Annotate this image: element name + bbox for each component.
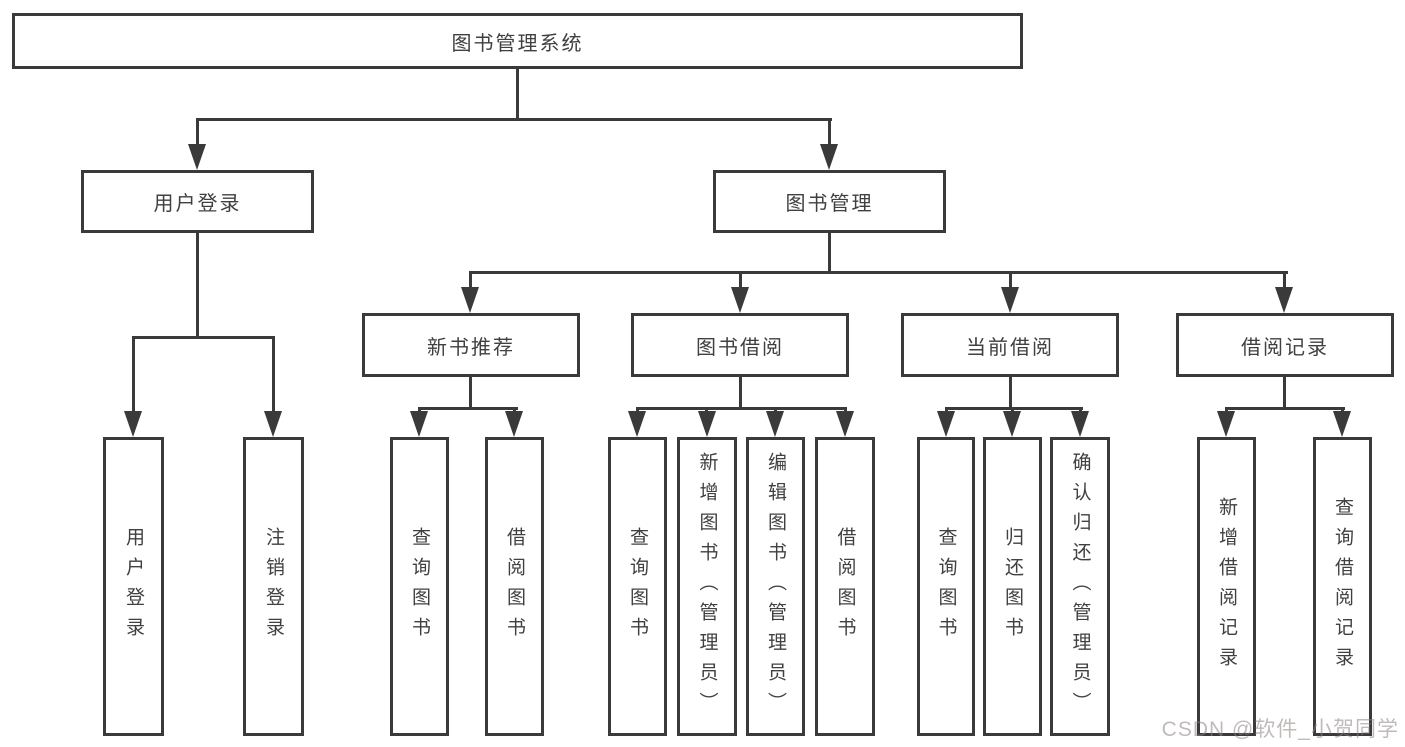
leaf-label: 借阅图书 — [504, 526, 525, 647]
leaf-label: 用户登录 — [123, 526, 144, 647]
leaf-label: 注销登录 — [263, 526, 284, 647]
node-label: 用户登录 — [153, 193, 242, 215]
leaf-add-borrow-record: 新增借阅记录 — [1197, 437, 1256, 736]
connector-drop-book-management — [828, 118, 831, 148]
leaf-query-books-recommend: 查询图书 — [390, 437, 449, 736]
node-new-book-recommendation: 新书推荐 — [362, 313, 580, 377]
connector-mgmt-stem — [828, 233, 831, 274]
connector-borrow-stem — [739, 377, 742, 410]
leaf-label: 查询图书 — [409, 526, 430, 647]
leaf-label: 查询图书 — [627, 526, 648, 647]
arrow-down-icon — [698, 411, 716, 437]
connector-drop-borrow-records — [1283, 271, 1286, 291]
leaf-edit-books-admin: 编辑图书（管理员） — [746, 437, 805, 736]
node-borrowing-records: 借阅记录 — [1176, 313, 1394, 377]
node-label: 借阅记录 — [1241, 336, 1329, 359]
leaf-query-books-borrow: 查询图书 — [608, 437, 667, 736]
node-label: 图书借阅 — [696, 336, 784, 359]
connector-mgmt-bus — [469, 271, 1288, 274]
connector-root-stem — [516, 68, 519, 121]
arrow-down-icon — [937, 411, 955, 437]
arrow-down-icon — [410, 411, 428, 437]
connector-drop-current-borrow — [1009, 271, 1012, 291]
arrow-down-icon — [1003, 411, 1021, 437]
connector-records-bus — [1225, 407, 1345, 410]
arrow-down-icon — [461, 287, 479, 313]
leaf-label: 借阅图书 — [834, 526, 856, 647]
node-label: 图书管理 — [785, 193, 874, 215]
leaf-borrow-books: 借阅图书 — [815, 437, 875, 736]
leaf-add-books-admin: 新增图书（管理员） — [677, 437, 737, 736]
leaf-query-borrow-record: 查询借阅记录 — [1313, 437, 1372, 736]
leaf-label: 查询图书 — [935, 526, 957, 647]
connector-drop-user-login — [196, 118, 199, 148]
arrow-down-icon — [1333, 411, 1351, 437]
node-book-borrowing: 图书借阅 — [631, 313, 849, 377]
arrow-down-icon — [628, 411, 646, 437]
leaf-label: 确认归还（管理员） — [1069, 451, 1091, 722]
arrow-down-icon — [264, 411, 282, 437]
connector-drop-book-borrow — [739, 271, 742, 291]
leaf-label: 编辑图书（管理员） — [765, 451, 786, 722]
connector-drop-leaf — [272, 336, 275, 413]
connector-borrow-bus — [636, 407, 847, 410]
node-book-management: 图书管理 — [713, 170, 946, 233]
arrow-down-icon — [820, 144, 838, 170]
leaf-return-books: 归还图书 — [983, 437, 1042, 736]
connector-records-stem — [1283, 377, 1286, 410]
node-label: 新书推荐 — [427, 336, 515, 359]
leaf-label: 新增借阅记录 — [1216, 496, 1237, 677]
leaf-label: 归还图书 — [1002, 526, 1023, 647]
connector-newbook-bus — [418, 407, 518, 410]
arrow-down-icon — [1001, 287, 1019, 313]
connector-root-bus — [196, 118, 832, 121]
connector-drop-new-book — [469, 271, 472, 291]
connector-drop-leaf — [132, 336, 135, 413]
node-library-management-system: 图书管理系统 — [12, 13, 1023, 69]
arrow-down-icon — [505, 411, 523, 437]
arrow-down-icon — [766, 411, 784, 437]
node-user-login: 用户登录 — [81, 170, 314, 233]
arrow-down-icon — [731, 287, 749, 313]
connector-current-stem — [1009, 377, 1012, 410]
connector-login-bus — [132, 336, 275, 339]
leaf-borrow-books-recommend: 借阅图书 — [485, 437, 544, 736]
leaf-confirm-return-admin: 确认归还（管理员） — [1050, 437, 1110, 736]
arrow-down-icon — [1275, 287, 1293, 313]
leaf-query-books-current: 查询图书 — [917, 437, 975, 736]
leaf-label: 新增图书（管理员） — [696, 451, 718, 722]
csdn-watermark: CSDN @软件_小贺同学 — [1161, 718, 1399, 741]
connector-login-stem — [196, 233, 199, 339]
node-label: 当前借阅 — [966, 336, 1054, 359]
leaf-label: 查询借阅记录 — [1332, 496, 1353, 677]
node-label: 图书管理系统 — [451, 32, 584, 55]
arrow-down-icon — [1071, 411, 1089, 437]
arrow-down-icon — [124, 411, 142, 437]
node-current-borrowing: 当前借阅 — [901, 313, 1119, 377]
arrow-down-icon — [1217, 411, 1235, 437]
arrow-down-icon — [836, 411, 854, 437]
connector-current-bus — [945, 407, 1083, 410]
connector-newbook-stem — [469, 377, 472, 410]
leaf-user-login: 用户登录 — [103, 437, 164, 736]
arrow-down-icon — [188, 144, 206, 170]
leaf-logout: 注销登录 — [243, 437, 304, 736]
